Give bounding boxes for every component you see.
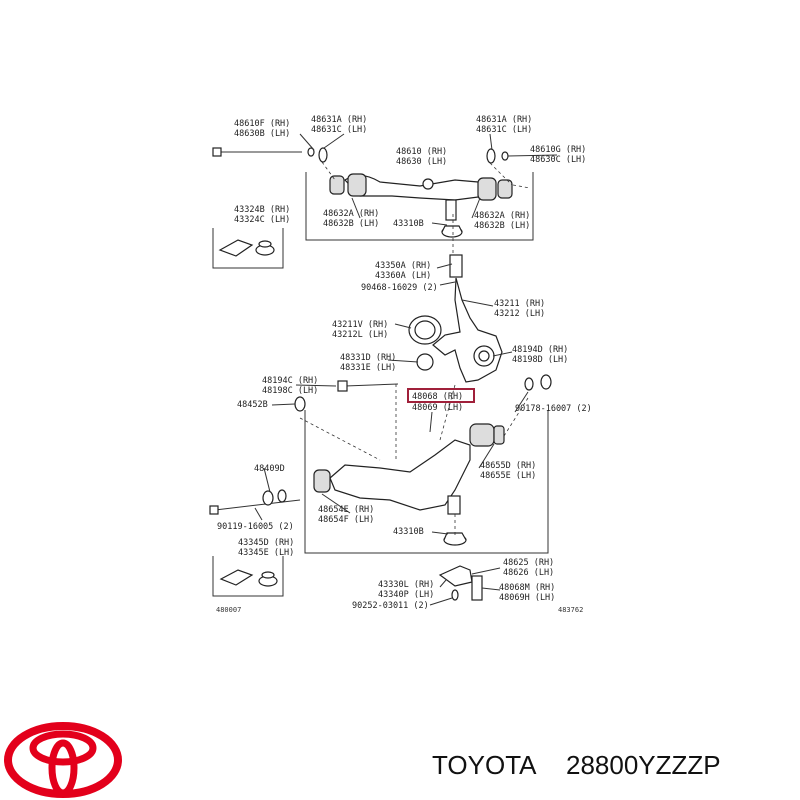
lower-bolt	[209, 489, 301, 515]
label-48069: 48069 (LH)	[412, 403, 463, 413]
camber-bolt	[337, 380, 399, 392]
lower-kit-bracket	[212, 556, 284, 597]
lower-kit-parts	[219, 569, 278, 587]
cam-washer	[294, 396, 306, 412]
leader-lines	[254, 133, 558, 606]
lower-arm-bracket	[304, 410, 549, 554]
washer-right	[486, 148, 496, 164]
label-48632a-right: 48632A (RH)	[474, 211, 530, 221]
label-43360a: 43360A (LH)	[375, 271, 431, 281]
label-48654e: 48654E (RH)	[318, 505, 374, 515]
label-48655d: 48655D (RH)	[480, 461, 536, 471]
label-48630c: 48630C (LH)	[530, 155, 586, 165]
upper-bolt	[212, 147, 302, 157]
lower-ball-joint	[438, 565, 483, 601]
rh-nut	[540, 374, 552, 390]
diagram-code-right: 483762	[558, 606, 583, 614]
label-48630: 48630 (LH)	[396, 157, 447, 167]
upper-arm-bracket	[305, 172, 534, 241]
label-43324c: 43324C (LH)	[234, 215, 290, 225]
label-43310b-lower: 43310B	[393, 527, 424, 537]
label-43340p: 43340P (LH)	[378, 590, 434, 600]
label-90468: 90468-16029 (2)	[361, 283, 438, 293]
diagram-code-left: 480007	[216, 606, 241, 614]
label-48631a-left: 48631A (RH)	[311, 115, 367, 125]
label-43345d: 43345D (RH)	[238, 538, 294, 548]
label-43350a: 43350A (RH)	[375, 261, 431, 271]
steering-knuckle	[432, 254, 503, 383]
label-48610: 48610 (RH)	[396, 147, 447, 157]
upper-ball-joint-boot	[441, 225, 463, 238]
label-48194c: 48194C (RH)	[262, 376, 318, 386]
lower-control-arm	[313, 423, 505, 515]
label-48331d: 48331D (RH)	[340, 353, 396, 363]
label-48194d: 48194D (RH)	[512, 345, 568, 355]
cam-plate	[416, 353, 434, 371]
nut-right	[501, 151, 509, 161]
lh-nut	[524, 377, 534, 391]
label-48409d: 48409D	[254, 464, 285, 474]
upper-control-arm	[329, 173, 513, 221]
label-48630b: 48630B (LH)	[234, 129, 290, 139]
nut-left	[307, 147, 315, 157]
label-48452b: 48452B	[237, 400, 268, 410]
label-48631c-left: 48631C (LH)	[311, 125, 367, 135]
dust-seal	[408, 315, 442, 345]
boot-kit-parts	[218, 239, 275, 257]
label-48631a-right: 48631A (RH)	[476, 115, 532, 125]
label-90119: 90119-16005 (2)	[217, 522, 294, 532]
boot-kit-bracket	[212, 228, 284, 269]
label-43212: 43212 (LH)	[494, 309, 545, 319]
label-48654f: 48654F (LH)	[318, 515, 374, 525]
label-43212l: 43212L (LH)	[332, 330, 388, 340]
label-43211v: 43211V (RH)	[332, 320, 388, 330]
label-43211: 43211 (RH)	[494, 299, 545, 309]
label-48068: 48068 (RH)	[412, 392, 463, 402]
brand-name: TOYOTA	[432, 750, 537, 780]
label-48198c: 48198C (LH)	[262, 386, 318, 396]
label-43330l: 43330L (RH)	[378, 580, 434, 590]
highlighted-part-box	[407, 388, 475, 403]
label-48626: 48626 (LH)	[503, 568, 554, 578]
label-48069h: 48069H (LH)	[499, 593, 555, 603]
part-number: 28800YZZZP	[566, 750, 721, 780]
toyota-logo	[4, 722, 122, 798]
label-48610g: 48610G (RH)	[530, 145, 586, 155]
label-90178: 90178-16007 (2)	[515, 404, 592, 414]
label-43324b: 43324B (RH)	[234, 205, 290, 215]
lower-ball-joint-boot	[443, 532, 467, 546]
label-48632b-left: 48632B (LH)	[323, 219, 379, 229]
label-48610f: 48610F (RH)	[234, 119, 290, 129]
dashed-guides	[299, 214, 529, 535]
label-43345e: 43345E (LH)	[238, 548, 294, 558]
label-48655e: 48655E (LH)	[480, 471, 536, 481]
label-48331e: 48331E (LH)	[340, 363, 396, 373]
label-48632b-right: 48632B (LH)	[474, 221, 530, 231]
label-48198d: 48198D (LH)	[512, 355, 568, 365]
label-48068m: 48068M (RH)	[499, 583, 555, 593]
label-48632a-left: 48632A (RH)	[323, 209, 379, 219]
washer-left	[318, 147, 328, 163]
label-90252: 90252-03011 (2)	[352, 601, 429, 611]
label-48631c-right: 48631C (LH)	[476, 125, 532, 135]
label-48625: 48625 (RH)	[503, 558, 554, 568]
label-43310b-upper: 43310B	[393, 219, 424, 229]
